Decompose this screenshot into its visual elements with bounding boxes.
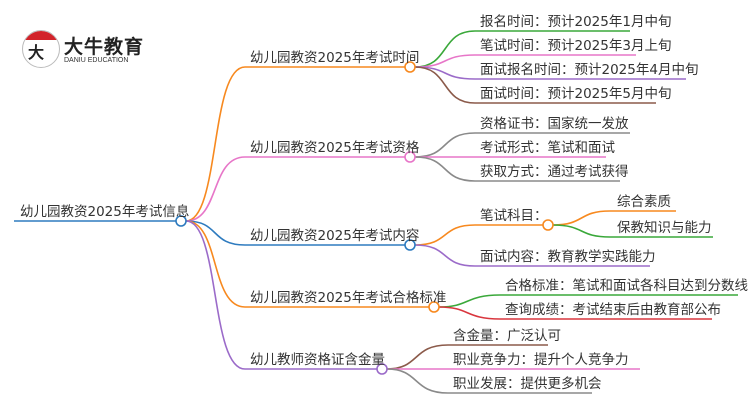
leaf-line <box>414 132 630 158</box>
branch-line <box>185 66 405 222</box>
branch-qualification[interactable]: 幼儿园教资2025年考试资格 <box>250 140 420 156</box>
node-toggle[interactable] <box>404 239 416 251</box>
node-toggle[interactable] <box>428 301 440 313</box>
leaf-node[interactable]: 面试内容：教育教学实践能力 <box>480 249 656 265</box>
leaf-node[interactable]: 考试形式：笔试和面试 <box>480 140 615 156</box>
branch-value[interactable]: 幼儿教师资格证含金量 <box>250 352 385 368</box>
leaf-line <box>414 66 656 104</box>
logo-badge-icon: 大牛 <box>22 30 60 68</box>
leaf-node[interactable]: 获取方式：通过考试获得 <box>480 164 629 180</box>
logo-subtitle: DANIU EDUCATION <box>64 57 129 64</box>
branch-line <box>185 220 429 308</box>
leaf-node[interactable]: 报名时间：预计2025年1月中旬 <box>480 14 672 30</box>
leaf-node[interactable]: 职业竞争力：提升个人竞争力 <box>453 352 629 368</box>
leaf-line <box>414 66 686 80</box>
branch-line <box>185 220 377 370</box>
branch-line <box>185 156 405 222</box>
sub-branch-written[interactable]: 笔试科目： <box>480 208 548 224</box>
branch-time[interactable]: 幼儿园教资2025年考试时间 <box>250 50 420 66</box>
leaf-line <box>552 210 676 226</box>
leaf-line <box>386 344 548 370</box>
leaf-node[interactable]: 查询成绩：考试结束后由教育部公布 <box>505 302 721 318</box>
leaf-line <box>414 156 620 182</box>
leaf-line <box>414 224 543 246</box>
leaf-node[interactable]: 面试时间：预计2025年5月中旬 <box>480 86 672 102</box>
root-node-toggle[interactable] <box>175 215 187 227</box>
leaf-line <box>438 294 738 308</box>
leaf-node[interactable]: 综合素质 <box>617 194 671 210</box>
branch-line <box>185 220 405 246</box>
leaf-line <box>386 368 592 394</box>
leaf-node[interactable]: 面试报名时间：预计2025年4月中旬 <box>480 62 699 78</box>
logo-name: 大牛教育 <box>64 36 145 58</box>
node-toggle[interactable] <box>542 219 554 231</box>
leaf-node[interactable]: 职业发展：提供更多机会 <box>453 376 602 392</box>
leaf-line <box>438 306 712 320</box>
branch-content[interactable]: 幼儿园教资2025年考试内容 <box>250 228 420 244</box>
leaf-node[interactable]: 含金量：广泛认可 <box>453 328 561 344</box>
leaf-node[interactable]: 合格标准：笔试和面试各科目达到分数线 <box>505 278 748 294</box>
leaf-line <box>414 30 630 68</box>
node-toggle[interactable] <box>376 363 388 375</box>
leaf-line <box>552 224 713 238</box>
branch-standard[interactable]: 幼儿园教资2025年考试合格标准 <box>250 290 447 306</box>
leaf-line <box>414 244 650 267</box>
node-toggle[interactable] <box>404 61 416 73</box>
leaf-node[interactable]: 笔试时间：预计2025年3月上旬 <box>480 38 672 54</box>
leaf-line <box>414 54 636 68</box>
root-node[interactable]: 幼儿园教资2025年考试信息 <box>20 204 190 220</box>
leaf-node[interactable]: 资格证书：国家统一发放 <box>480 116 629 132</box>
leaf-node[interactable]: 保教知识与能力 <box>617 220 712 236</box>
node-toggle[interactable] <box>404 151 416 163</box>
